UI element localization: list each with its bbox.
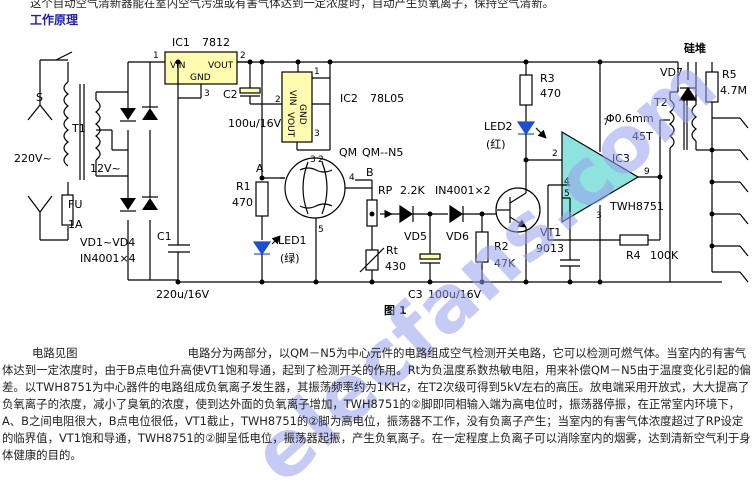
- label-pin2-ic2: 2: [275, 95, 281, 105]
- description-lead: 电路见图: [32, 346, 78, 360]
- label-mains: 220V~: [14, 152, 52, 165]
- label-ic3-part: TWH8751: [609, 200, 664, 213]
- label-vd6: VD6: [446, 230, 469, 243]
- label-t2-wire: Φ0.6mm: [606, 112, 654, 125]
- label-ic2-vout: VOUT: [285, 112, 295, 138]
- label-c1-val: 220u/16V: [156, 288, 210, 301]
- label-led2-color: (红): [486, 138, 506, 151]
- label-ic3-pin3: 3: [596, 211, 602, 221]
- description: 电路见图电路分为两部分，以QM－N5为中心元件的电路组成空气检测开关电路，它可以…: [2, 345, 752, 464]
- label-ic2-vin: VIN: [287, 90, 297, 106]
- label-stack: 硅堆: [684, 41, 706, 55]
- label-t1: T1: [71, 122, 86, 135]
- label-ic3-pin7: 7: [603, 118, 609, 128]
- label-pin1-ic1: 1: [153, 51, 159, 61]
- diode-vd6: [449, 204, 464, 224]
- label-fu: FU: [68, 198, 82, 211]
- label-vt1: VT1: [540, 226, 561, 239]
- transistor-vt1: [495, 187, 541, 233]
- label-led2: LED2: [484, 120, 513, 133]
- label-rt: Rt: [386, 244, 399, 257]
- ic3-twh8751: [561, 130, 640, 224]
- label-c2: C2: [223, 88, 238, 101]
- label-r1: R1: [236, 180, 251, 193]
- gas-sensor-qm-n5: [284, 157, 346, 219]
- resistor-r1: [255, 181, 269, 217]
- label-ic2-gnd: GND: [297, 104, 307, 125]
- label-c1: C1: [157, 230, 172, 243]
- label-t2-turns: 45T: [632, 130, 653, 143]
- label-led1-color: (绿): [280, 251, 300, 265]
- label-a: A: [256, 162, 264, 175]
- label-qm-pin5: 5: [318, 225, 324, 235]
- label-r5: R5: [722, 68, 737, 81]
- capacitor-c2: [239, 87, 261, 94]
- label-r3-val: 470: [540, 87, 561, 100]
- label-qm-pin2: 2: [318, 155, 324, 165]
- discharge-electrodes: [712, 117, 749, 283]
- label-r3: R3: [540, 72, 555, 85]
- label-r4-val: 100K: [650, 249, 679, 262]
- label-c3-val: 100u/16V: [428, 288, 482, 301]
- transformer-t1: [63, 81, 69, 167]
- label-ic3-pin9: 9: [644, 167, 650, 177]
- label-ic3: IC3: [612, 152, 630, 165]
- led1: [252, 241, 272, 256]
- intro-line: 这个自动空气清新器能在室内空气污浊或有害气体达到一定浓度时，自动产生负氧离子，保…: [30, 0, 554, 10]
- label-t2: T2: [653, 96, 668, 109]
- label-ic2-part: 78L05: [370, 92, 404, 105]
- label-led1: LED1: [278, 234, 307, 247]
- label-ic1-vout: VOUT: [208, 61, 234, 71]
- transformer-t2: [669, 99, 675, 149]
- label-r2-val: 47K: [494, 257, 516, 270]
- label-r1-val: 470: [232, 196, 253, 209]
- ic1-7812: [164, 51, 238, 85]
- label-diodes-part: IN4001×2: [435, 184, 491, 197]
- label-qm: QM: [339, 146, 357, 159]
- label-s: S: [36, 91, 43, 104]
- label-bridge-part: IN4001×4: [80, 252, 136, 265]
- label-pin3-ic2: 3: [314, 129, 320, 139]
- section-title: 工作原理: [30, 13, 79, 27]
- label-ic1-part: 7812: [202, 36, 230, 49]
- label-pin2-ic1: 2: [240, 51, 246, 61]
- label-r5-val: 4.7M: [720, 84, 747, 97]
- label-pin1-ic2: 1: [314, 67, 320, 77]
- label-pin3-ic1: 3: [204, 89, 210, 99]
- label-qm-pin3: 3: [310, 155, 316, 165]
- label-secondary: 12V~: [90, 162, 121, 175]
- resistor-r3: [519, 74, 533, 106]
- label-c3: C3: [408, 288, 423, 301]
- label-ic1-vin: VIN: [170, 61, 186, 71]
- label-rp-val: 2.2K: [400, 184, 425, 197]
- label-fu-val: 1A: [68, 218, 83, 231]
- resistor-r4: [619, 234, 649, 246]
- label-ic2: IC2: [340, 92, 358, 105]
- label-r2: R2: [494, 240, 509, 253]
- capacitor-c3: [419, 253, 441, 260]
- label-vt1-part: 9013: [536, 242, 564, 255]
- label-vd7: VD7: [660, 66, 683, 79]
- circuit-diagram: IC1 7812 VIN VOUT GND 1 2 3 IC2 78L05 VI…: [14, 36, 749, 317]
- label-b: B: [366, 166, 374, 179]
- label-rp: RP: [378, 184, 393, 197]
- label-r4: R4: [626, 249, 641, 262]
- label-ic3-pin4: 4: [564, 177, 570, 187]
- description-body: 电路分为两部分，以QM－N5为中心元件的电路组成空气检测开关电路，它可以检测可燃…: [2, 346, 751, 462]
- label-ic3-pin2: 2: [552, 149, 558, 159]
- label-ic1: IC1: [172, 36, 190, 49]
- label-qm-part: QM--N5: [362, 146, 403, 159]
- label-ic1-gnd: GND: [190, 73, 211, 83]
- figure-caption: 图 1: [384, 304, 406, 317]
- label-rt-val: 430: [385, 260, 406, 273]
- label-c2-val: 100u/16V: [228, 117, 282, 130]
- diode-vd7: [678, 86, 698, 101]
- label-ic3-pin5: 5: [564, 189, 570, 199]
- label-qm-pin4: 4: [349, 173, 355, 183]
- led2: [516, 121, 536, 136]
- label-vd5: VD5: [404, 230, 427, 243]
- diode-vd5: [399, 204, 414, 224]
- label-bridge: VD1~VD4: [80, 236, 135, 249]
